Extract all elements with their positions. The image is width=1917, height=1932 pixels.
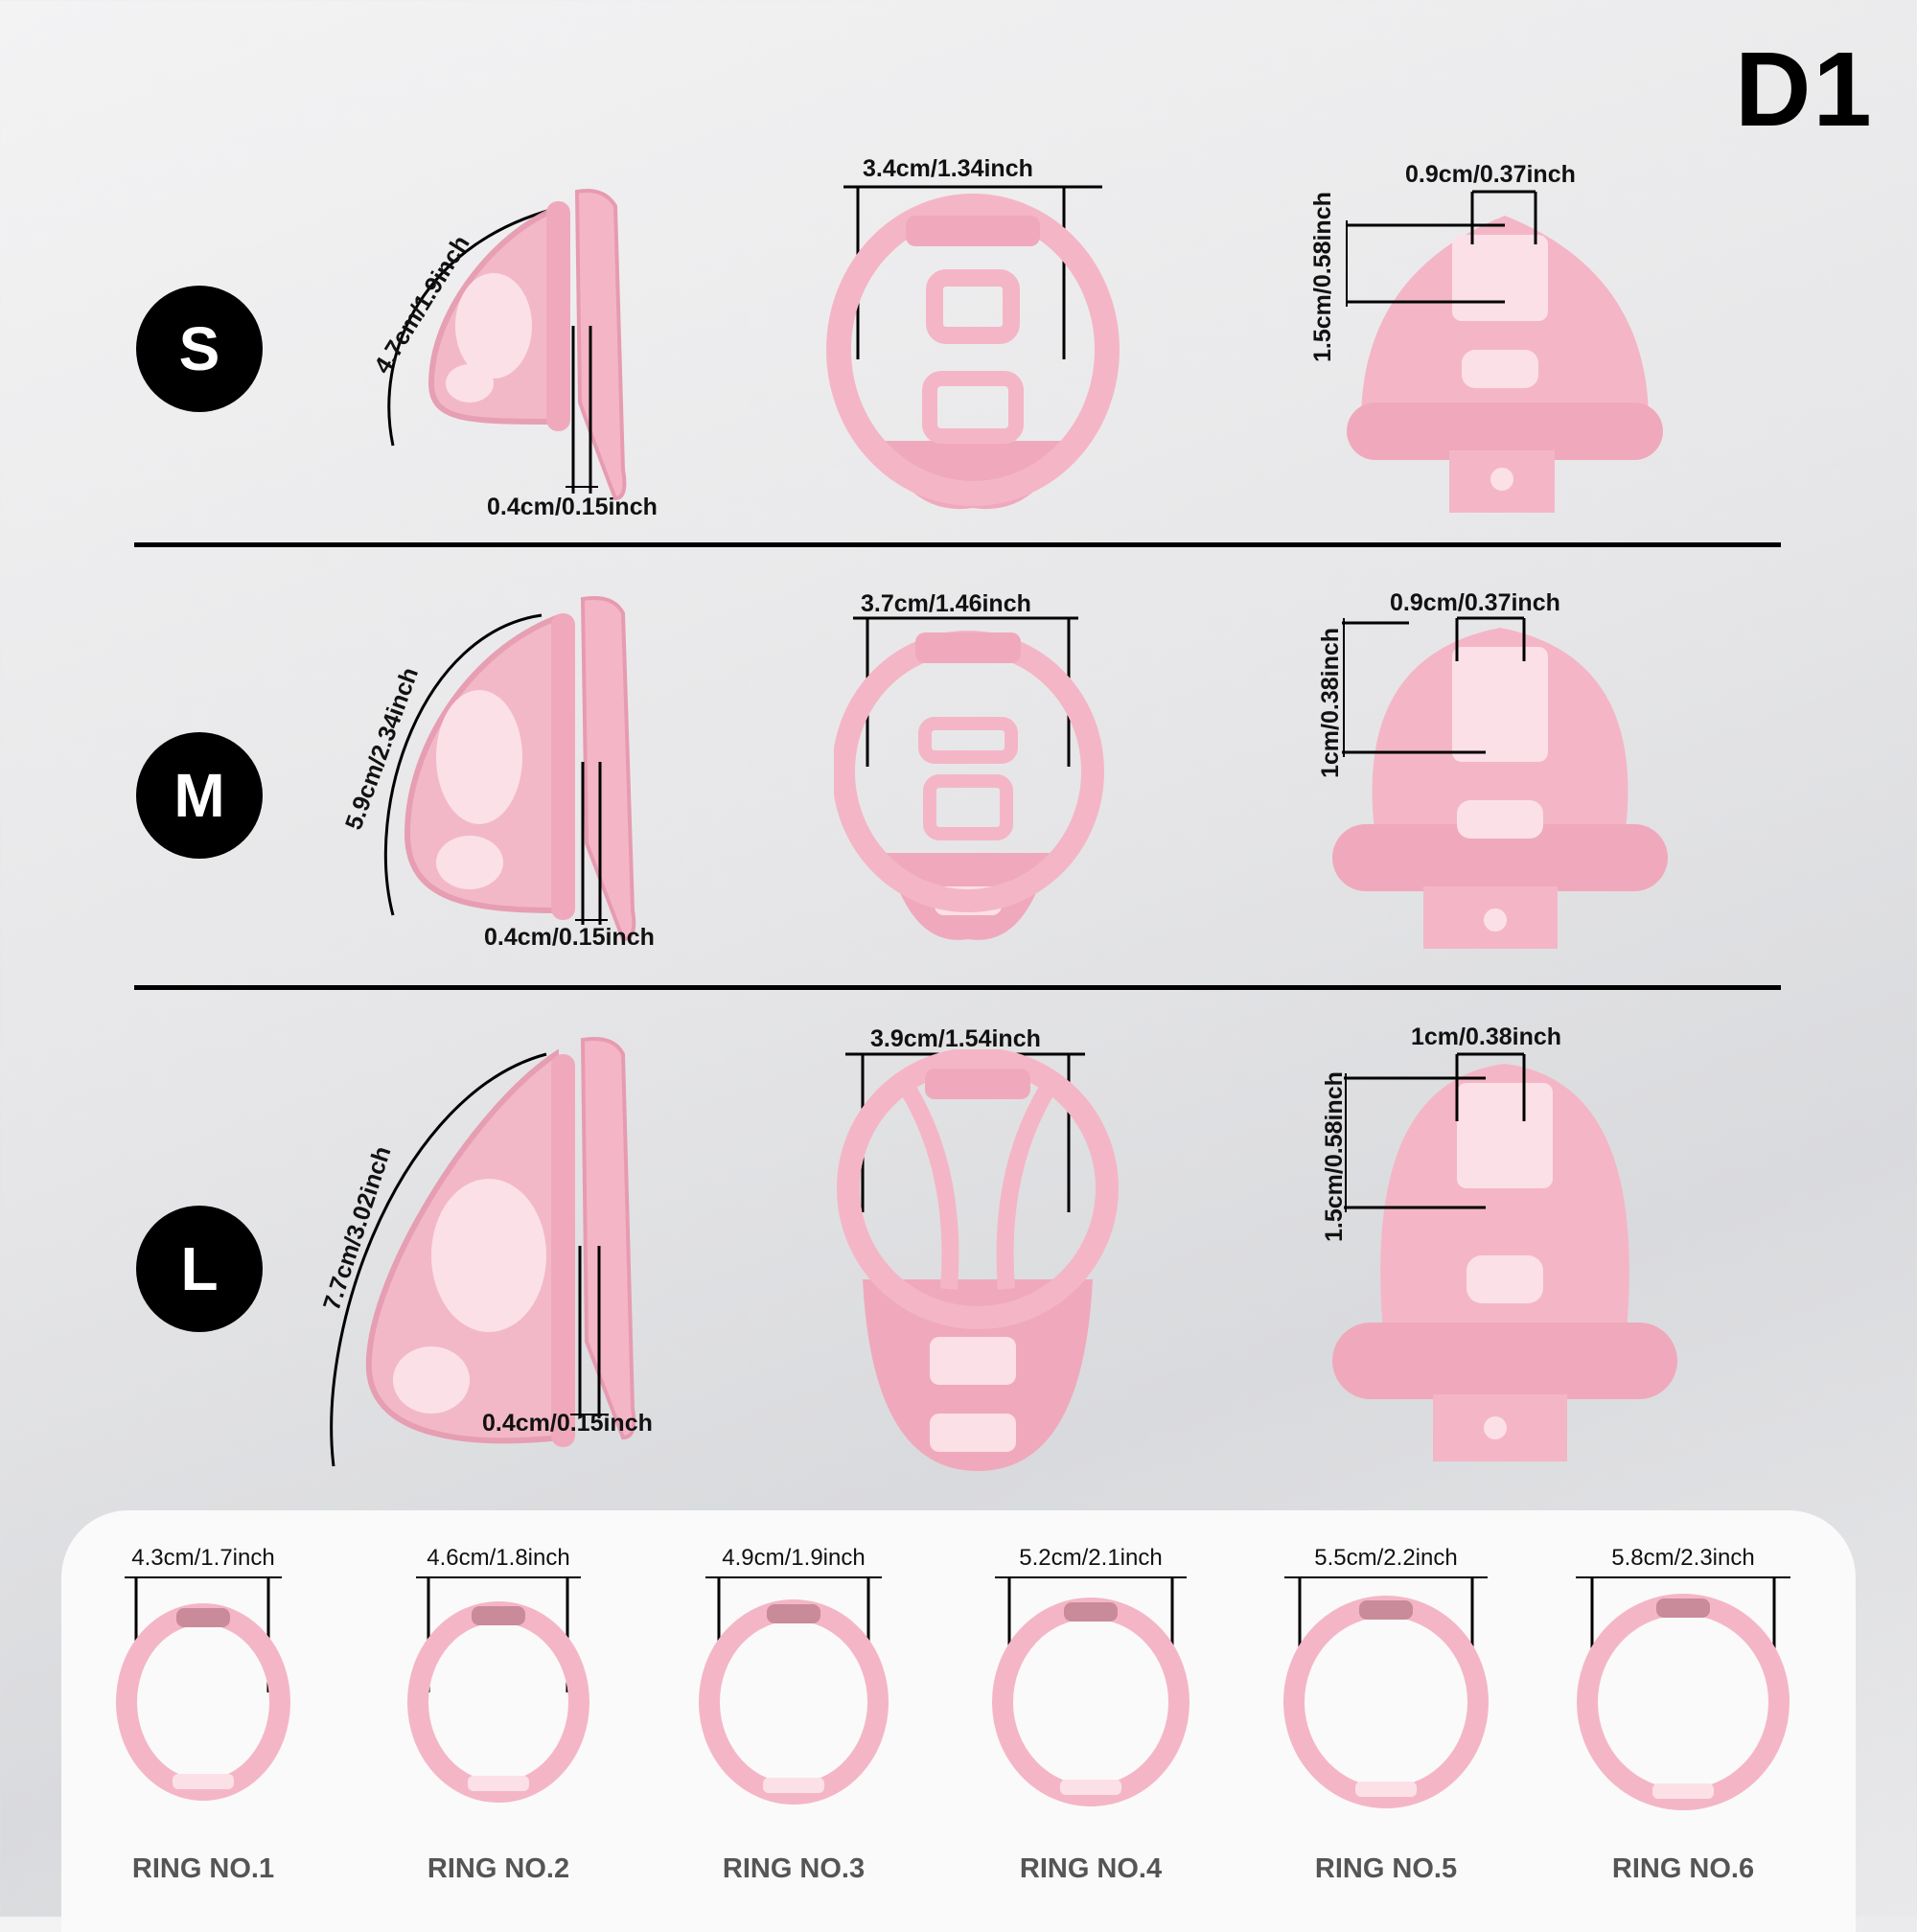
- back-height-label-m: 1cm/0.38inch: [1317, 627, 1344, 778]
- ring-name-label: RING NO.1: [131, 1853, 275, 1884]
- ring-name-label: RING NO.5: [1314, 1853, 1458, 1884]
- ring-item-3: 4.9cm/1.9inch RING NO.3: [650, 1510, 937, 1913]
- back-gap-label-l: 1cm/0.38inch: [1411, 1024, 1562, 1050]
- front-width-label-l: 3.9cm/1.54inch: [870, 1025, 1041, 1052]
- ring-image: [992, 1576, 1189, 1806]
- back-view-m: [1332, 616, 1668, 949]
- back-view-s: [1346, 190, 1663, 513]
- rings-panel: [61, 1510, 1856, 1932]
- ring-size-label: 5.5cm/2.2inch: [1314, 1545, 1458, 1571]
- ring-size-label: 5.8cm/2.3inch: [1611, 1545, 1755, 1571]
- front-width-label-s: 3.4cm/1.34inch: [863, 155, 1033, 182]
- ring-name-label: RING NO.4: [1019, 1853, 1163, 1884]
- size-badge-s: S: [136, 286, 263, 412]
- ring-item-4: 5.2cm/2.1inch RING NO.4: [947, 1510, 1235, 1913]
- back-height-label-s: 1.5cm/0.58inch: [1309, 192, 1336, 362]
- back-gap-label-m: 0.9cm/0.37inch: [1390, 589, 1560, 616]
- ring-item-1: 4.3cm/1.7inch RING NO.1: [59, 1510, 347, 1913]
- ring-size-label: 4.6cm/1.8inch: [427, 1545, 570, 1571]
- size-badge-m: M: [136, 732, 263, 859]
- ring-item-2: 4.6cm/1.8inch RING NO.2: [355, 1510, 642, 1913]
- side-thickness-label-l: 0.4cm/0.15inch: [482, 1410, 653, 1437]
- ring-name-label: RING NO.6: [1611, 1853, 1755, 1884]
- front-view-s: [826, 185, 1120, 510]
- ring-item-6: 5.8cm/2.3inch RING NO.6: [1539, 1510, 1827, 1913]
- size-divider-2: [134, 985, 1781, 990]
- ring-image: [116, 1576, 290, 1801]
- ring-name-label: RING NO.3: [722, 1853, 866, 1884]
- back-view-l: [1332, 1052, 1677, 1461]
- front-view-l: [837, 1049, 1119, 1471]
- size-badge-l: L: [136, 1206, 263, 1332]
- ring-image: [1283, 1576, 1489, 1808]
- ring-size-label: 5.2cm/2.1inch: [1019, 1545, 1163, 1571]
- side-thickness-label-m: 0.4cm/0.15inch: [484, 924, 655, 951]
- ring-image: [407, 1576, 589, 1803]
- side-view-s: [387, 189, 627, 501]
- ring-size-label: 4.9cm/1.9inch: [722, 1545, 866, 1571]
- ring-size-label: 4.3cm/1.7inch: [131, 1545, 275, 1571]
- ring-name-label: RING NO.2: [427, 1853, 570, 1884]
- ring-image: [699, 1576, 889, 1805]
- back-height-label-l: 1.5cm/0.58inch: [1321, 1071, 1348, 1242]
- ring-image: [1576, 1576, 1790, 1810]
- front-width-label-m: 3.7cm/1.46inch: [861, 590, 1031, 617]
- size-divider-1: [134, 542, 1781, 547]
- back-gap-label-s: 0.9cm/0.37inch: [1405, 161, 1576, 188]
- ring-item-5: 5.5cm/2.2inch RING NO.5: [1242, 1510, 1530, 1913]
- side-view-m: [383, 596, 636, 942]
- model-code: D1: [1735, 31, 1874, 149]
- front-view-m: [834, 616, 1104, 940]
- side-thickness-label-s: 0.4cm/0.15inch: [487, 494, 658, 520]
- side-view-l: [330, 1037, 636, 1467]
